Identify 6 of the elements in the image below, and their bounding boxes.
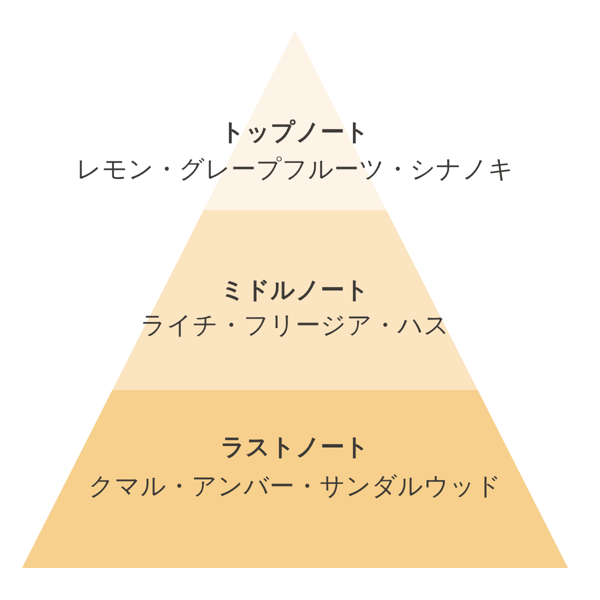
tier-heading: トップノート: [220, 119, 370, 147]
tier-heading: ラストノート: [220, 434, 370, 462]
tier-heading: ミドルノート: [220, 277, 370, 305]
note-list: クマル・アンバー・サンダルウッド: [88, 472, 502, 502]
note-list: ライチ・フリージア・ハス: [140, 312, 450, 340]
note-list: レモン・グレープフルーツ・シナノキ: [76, 156, 514, 184]
